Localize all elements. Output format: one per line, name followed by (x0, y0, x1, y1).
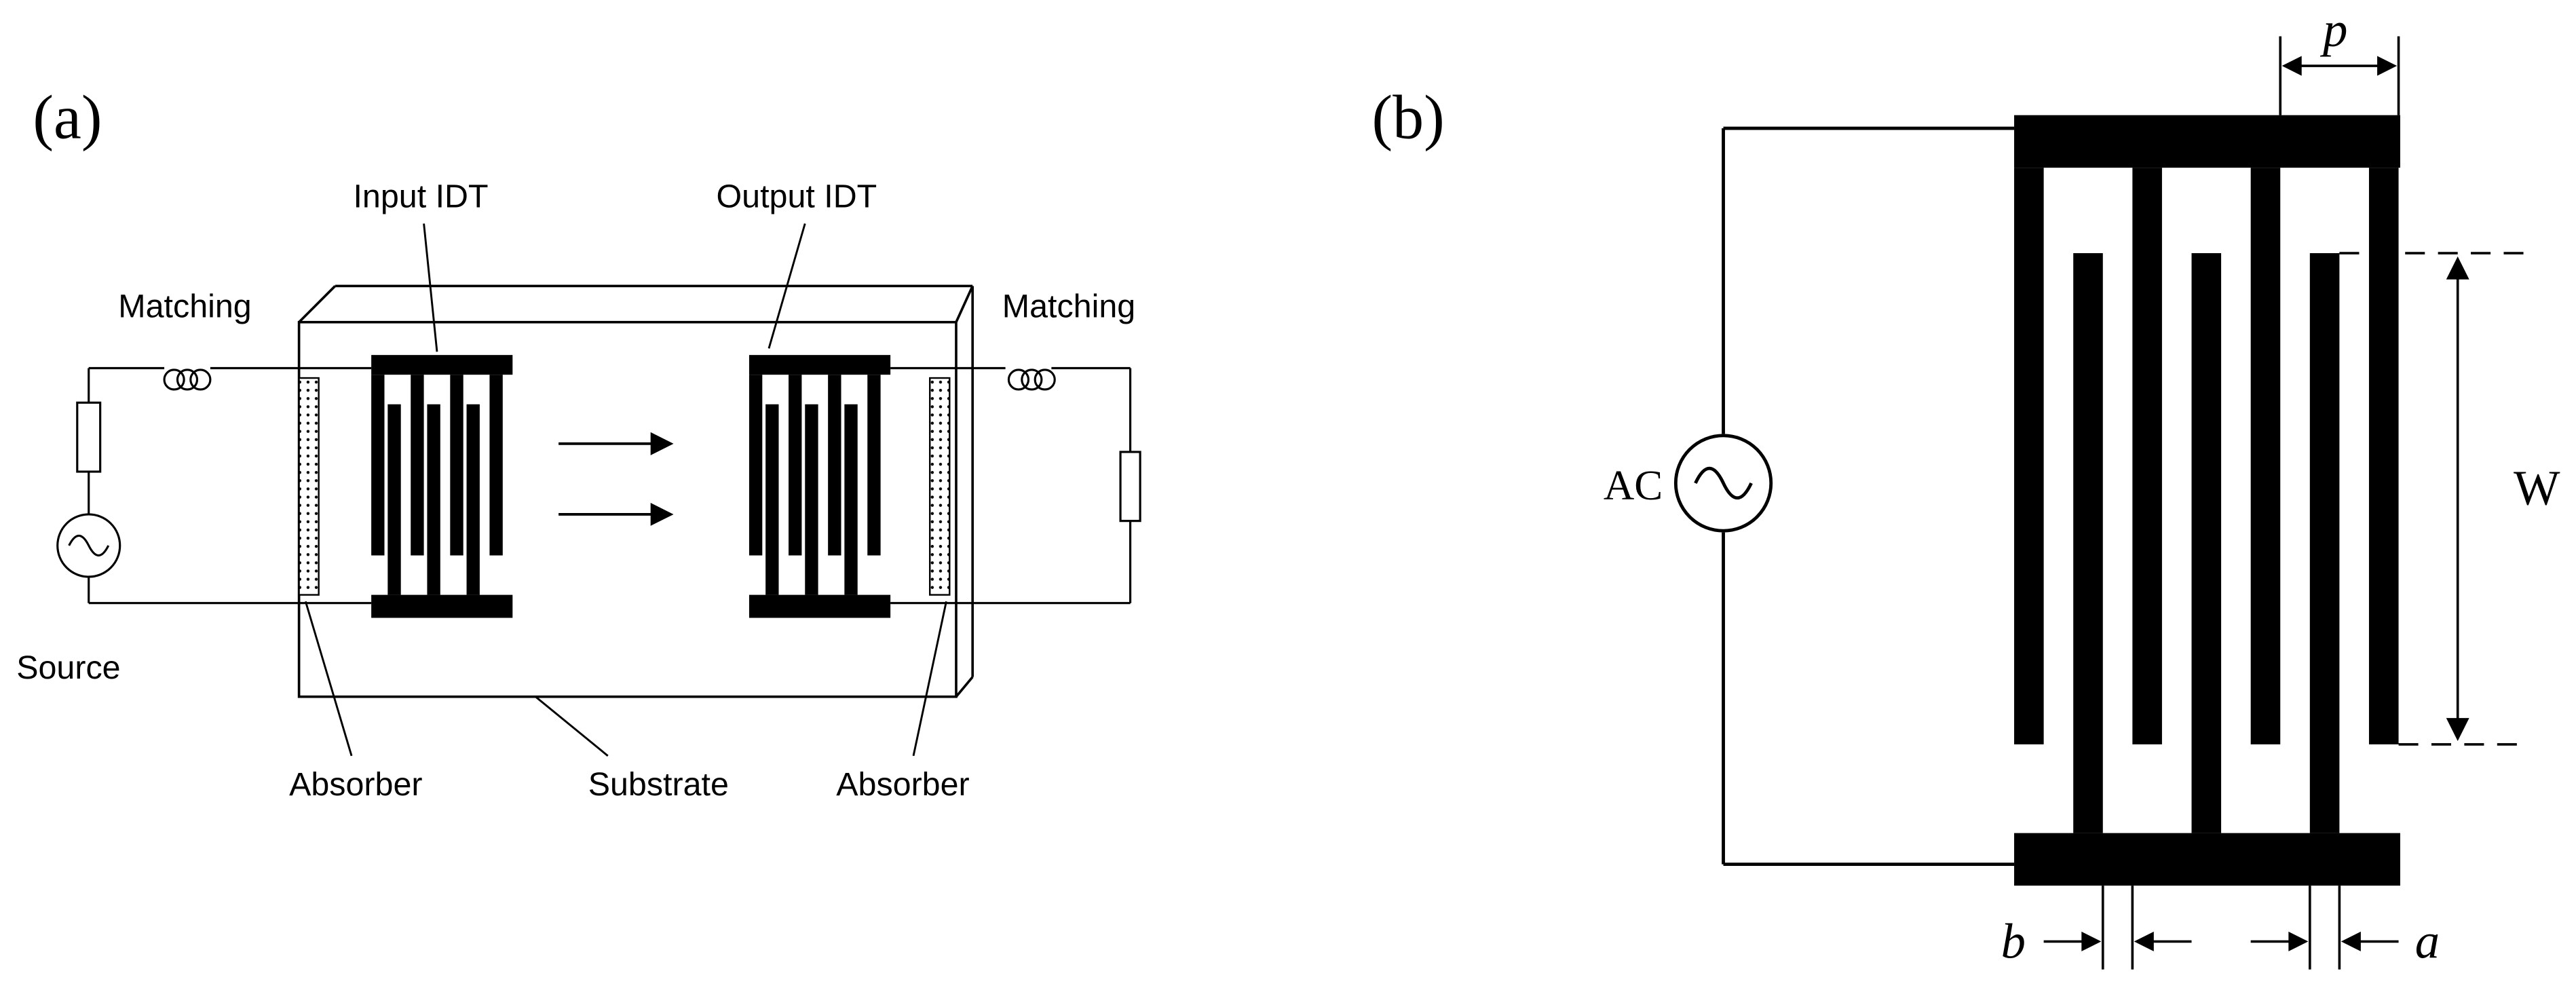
ac-source-icon (1673, 434, 1773, 533)
absorber-right-strip (929, 377, 951, 596)
b-label: b (2001, 914, 2026, 969)
wave-arrow-icon (558, 432, 674, 526)
source-label: Source (16, 649, 120, 686)
leader-lines (304, 223, 947, 757)
substrate-label: Substrate (588, 766, 729, 803)
panel-a-label: (a) (33, 83, 102, 152)
matching-right-label: Matching (1002, 288, 1135, 324)
right-circuit (890, 366, 1141, 605)
matching-left-label: Matching (118, 288, 251, 324)
inductor-right-icon (1007, 368, 1056, 391)
panel-a: (a) (16, 83, 1141, 803)
absorber-left-label: Absorber (289, 766, 422, 803)
pitch-dimension (2279, 36, 2400, 115)
idt-electrode-top (2014, 115, 2400, 744)
width-label: W (2514, 460, 2560, 515)
panel-b: (b) AC (1371, 2, 2560, 970)
output-idt (749, 355, 891, 618)
absorber-left-strip (298, 377, 320, 596)
panel-b-label: (b) (1371, 83, 1444, 152)
aperture-dimension (2339, 252, 2531, 746)
input-idt-label: Input IDT (353, 178, 488, 214)
source-icon (56, 513, 121, 578)
ac-circuit (1722, 126, 2015, 867)
pitch-label: p (2319, 2, 2347, 57)
gap-width-dimension (2043, 886, 2399, 970)
a-label: a (2415, 914, 2440, 969)
idt-electrode-bottom (2014, 253, 2400, 886)
left-circuit (76, 366, 372, 605)
ac-label: AC (1604, 461, 1663, 509)
input-idt (371, 355, 513, 618)
absorber-right-label: Absorber (836, 766, 969, 803)
inductor-left-icon (163, 368, 212, 391)
output-idt-label: Output IDT (717, 178, 877, 214)
